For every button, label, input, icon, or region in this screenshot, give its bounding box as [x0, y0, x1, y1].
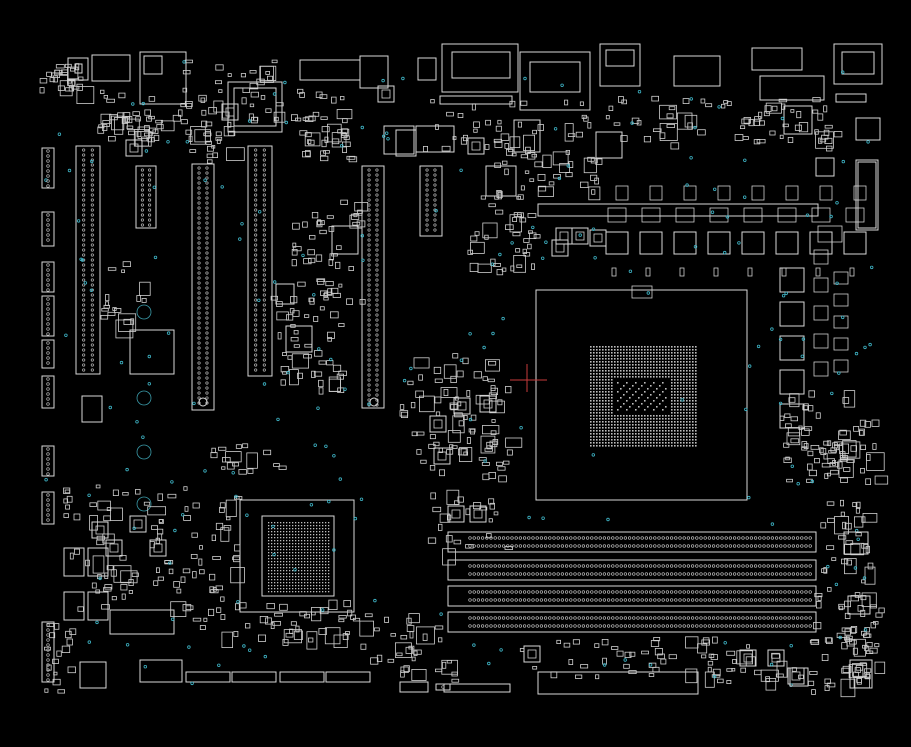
front-panel-headers	[79, 609, 429, 693]
pcie-slots	[75, 145, 443, 411]
vrm-phases	[537, 157, 879, 429]
cpu-socket	[510, 285, 748, 501]
small-components	[39, 59, 889, 698]
vias	[44, 60, 874, 687]
atx-power-header	[443, 671, 699, 695]
dimm-slots	[447, 531, 817, 633]
chipset	[239, 499, 355, 613]
audio-capacitors	[63, 129, 417, 621]
edge-headers	[41, 147, 877, 691]
rear-io-connectors	[67, 43, 883, 155]
io-controller-chips	[129, 81, 623, 375]
